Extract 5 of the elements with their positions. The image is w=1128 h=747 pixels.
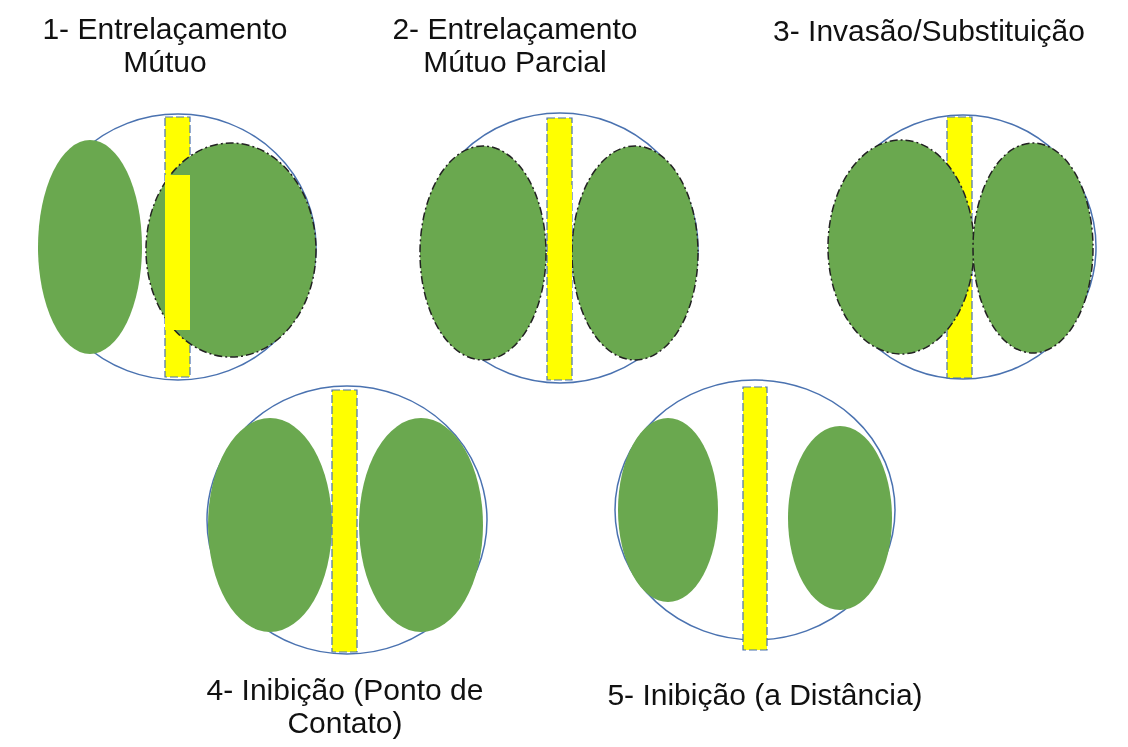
caption: 4- Inibição (Ponto de Contato): [205, 673, 485, 739]
caption: 3- Invasão/Substituição: [772, 14, 1086, 47]
caption: 2- Entrelaçamento Mútuo Parcial: [391, 12, 639, 78]
caption: 1- Entrelaçamento Mútuo: [41, 12, 289, 78]
caption: 5- Inibição (a Distância): [606, 678, 924, 711]
